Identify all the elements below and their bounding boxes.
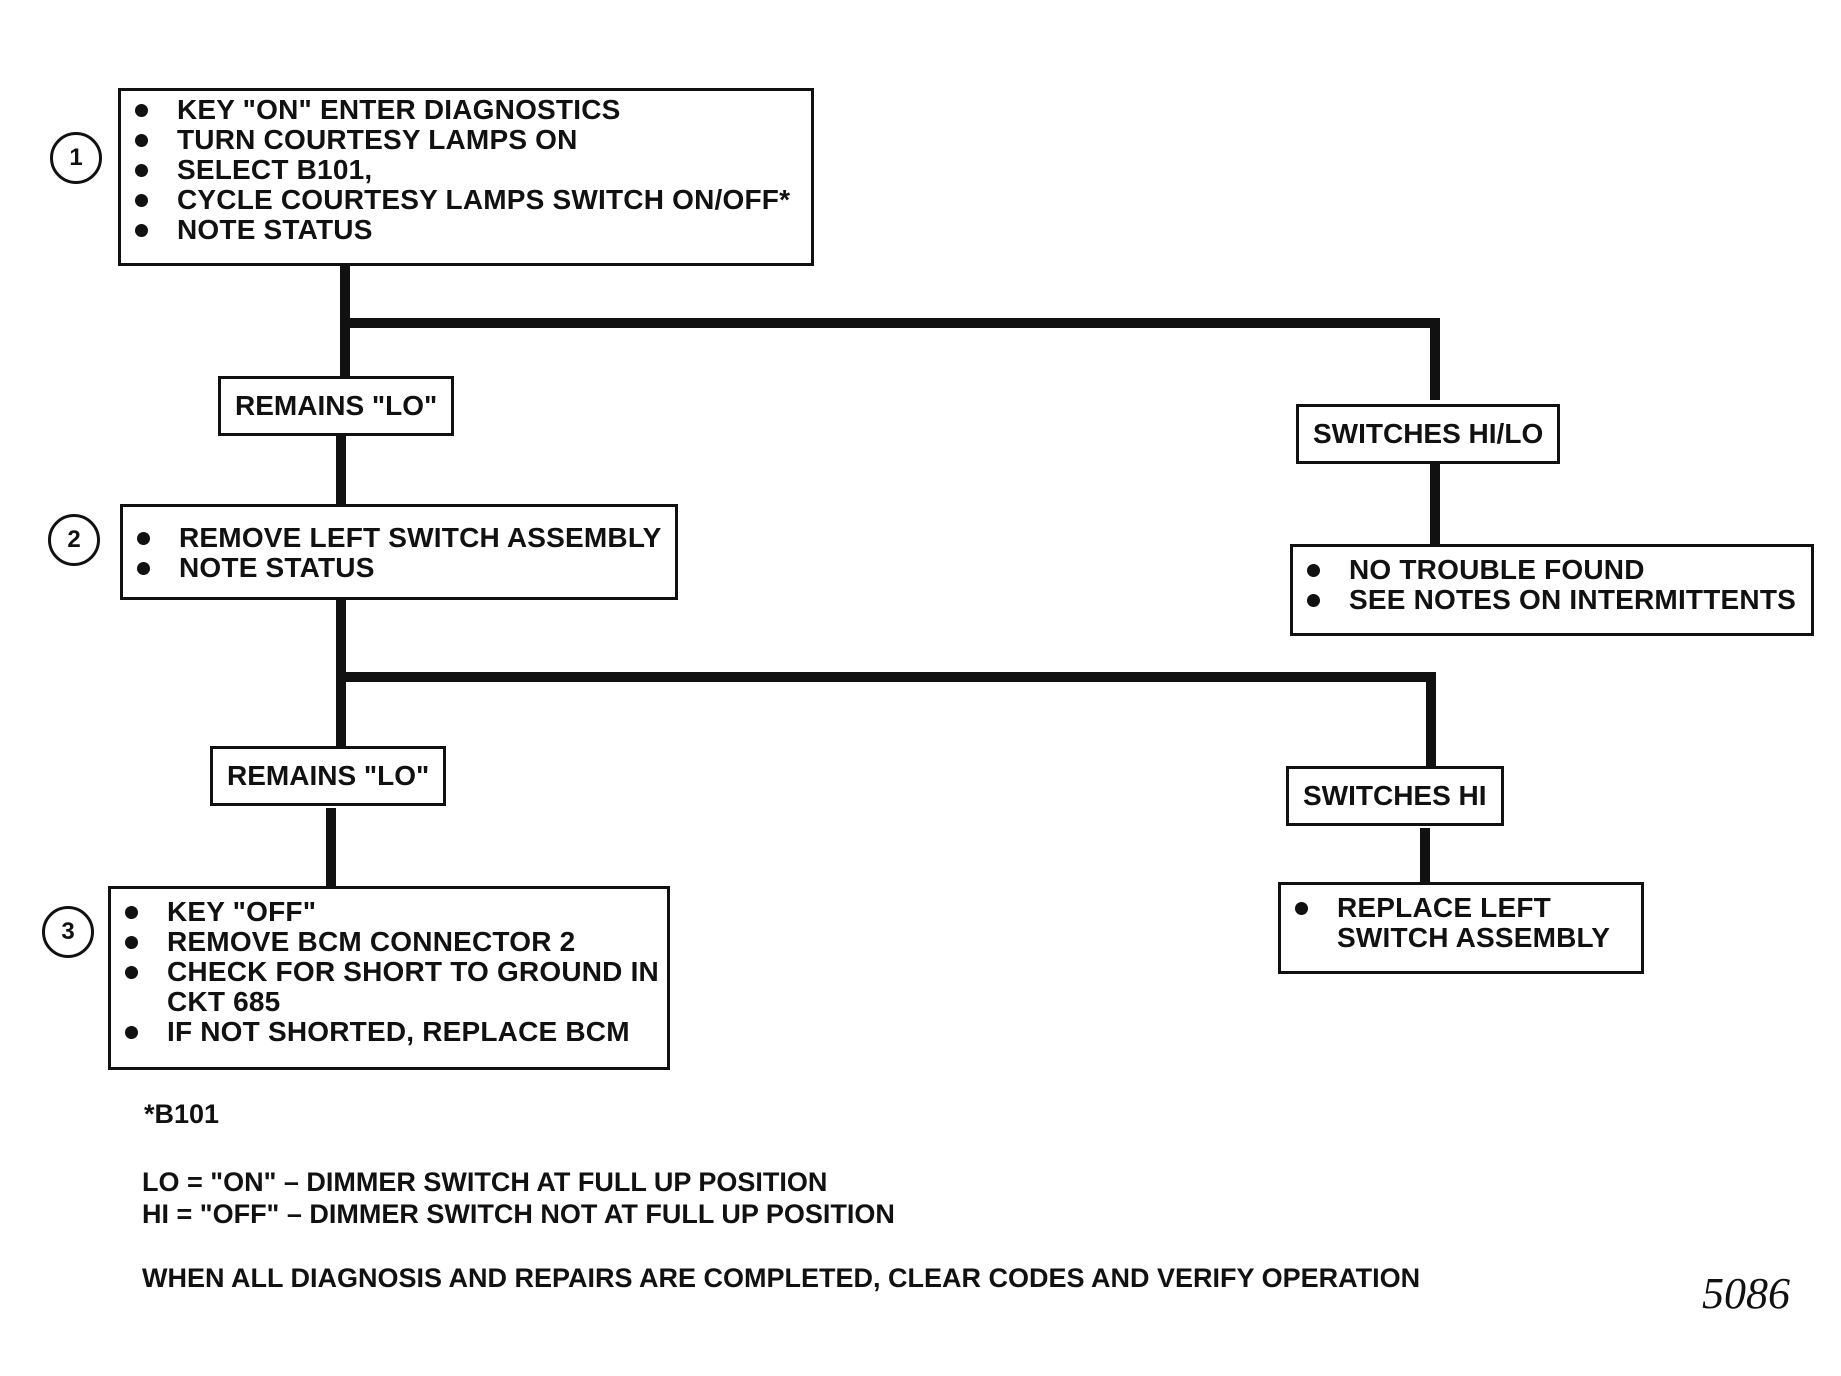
footnote-b101: *B101 <box>144 1099 220 1129</box>
step-3-item: CHECK FOR SHORT TO GROUND IN CKT 685 <box>111 957 667 1017</box>
connector-hi-to-outcome <box>1420 828 1430 884</box>
figure-number: 5086 <box>1702 1269 1790 1318</box>
hi-definition: HI = "OFF" – DIMMER SWITCH NOT AT FULL U… <box>142 1199 895 1229</box>
step-2-marker: 2 <box>48 514 100 566</box>
step-3-item-continuation: CKT 685 <box>167 986 281 1017</box>
step-1-box: KEY "ON" ENTER DIAGNOSTICS TURN COURTESY… <box>118 88 814 266</box>
branch-remains-lo-1: REMAINS "LO" <box>218 376 455 436</box>
outcome-replace-line-2: SWITCH ASSEMBLY <box>1337 922 1611 953</box>
step-3-item-text: CHECK FOR SHORT TO GROUND IN <box>167 956 659 987</box>
outcome-no-trouble-box: NO TROUBLE FOUND SEE NOTES ON INTERMITTE… <box>1290 544 1814 636</box>
step-1-number: 1 <box>69 144 83 171</box>
outcome-replace-switch-item: REPLACE LEFT SWITCH ASSEMBLY <box>1281 893 1641 953</box>
connector-step2-right-down <box>1426 672 1436 768</box>
connector-step1-horizontal <box>340 318 1440 328</box>
step-2-item: REMOVE LEFT SWITCH ASSEMBLY <box>123 523 675 553</box>
connector-lo1-to-step2 <box>336 434 346 506</box>
step-1-item: SELECT B101, <box>121 155 811 185</box>
step-3-list: KEY "OFF" REMOVE BCM CONNECTOR 2 CHECK F… <box>111 897 667 1047</box>
branch-switches-hi: SWITCHES HI <box>1286 766 1504 826</box>
final-instruction: WHEN ALL DIAGNOSIS AND REPAIRS ARE COMPL… <box>142 1263 1421 1293</box>
step-3-item: IF NOT SHORTED, REPLACE BCM <box>111 1017 667 1047</box>
step-1-list: KEY "ON" ENTER DIAGNOSTICS TURN COURTESY… <box>121 95 811 245</box>
step-1-item: CYCLE COURTESY LAMPS SWITCH ON/OFF* <box>121 185 811 215</box>
step-3-number: 3 <box>61 918 75 945</box>
step-1-marker: 1 <box>50 132 102 184</box>
outcome-no-trouble-item: NO TROUBLE FOUND <box>1293 555 1811 585</box>
connector-hilo-to-outcome <box>1430 464 1440 544</box>
connector-step2-horizontal <box>336 672 1436 682</box>
outcome-no-trouble-list: NO TROUBLE FOUND SEE NOTES ON INTERMITTE… <box>1293 555 1811 615</box>
step-3-marker: 3 <box>42 906 94 958</box>
step-2-item: NOTE STATUS <box>123 553 675 583</box>
step-2-number: 2 <box>67 526 81 553</box>
branch-switches-hilo: SWITCHES HI/LO <box>1296 404 1561 464</box>
step-3-item: REMOVE BCM CONNECTOR 2 <box>111 927 667 957</box>
step-2-box: REMOVE LEFT SWITCH ASSEMBLY NOTE STATUS <box>120 504 678 600</box>
outcome-no-trouble-item: SEE NOTES ON INTERMITTENTS <box>1293 585 1811 615</box>
connector-step1-right-down <box>1430 318 1440 400</box>
branch-remains-lo-2: REMAINS "LO" <box>210 746 447 806</box>
step-1-item: KEY "ON" ENTER DIAGNOSTICS <box>121 95 811 125</box>
step-2-list: REMOVE LEFT SWITCH ASSEMBLY NOTE STATUS <box>123 523 675 583</box>
step-1-item: NOTE STATUS <box>121 215 811 245</box>
step-3-item: KEY "OFF" <box>111 897 667 927</box>
step-1-item: TURN COURTESY LAMPS ON <box>121 125 811 155</box>
step-3-box: KEY "OFF" REMOVE BCM CONNECTOR 2 CHECK F… <box>108 886 670 1070</box>
outcome-replace-line-1: REPLACE LEFT <box>1337 892 1551 923</box>
outcome-replace-switch-box: REPLACE LEFT SWITCH ASSEMBLY <box>1278 882 1644 974</box>
connector-lo2-to-step3 <box>326 808 336 888</box>
outcome-replace-switch-list: REPLACE LEFT SWITCH ASSEMBLY <box>1281 893 1641 953</box>
lo-definition: LO = "ON" – DIMMER SWITCH AT FULL UP POS… <box>142 1167 828 1197</box>
